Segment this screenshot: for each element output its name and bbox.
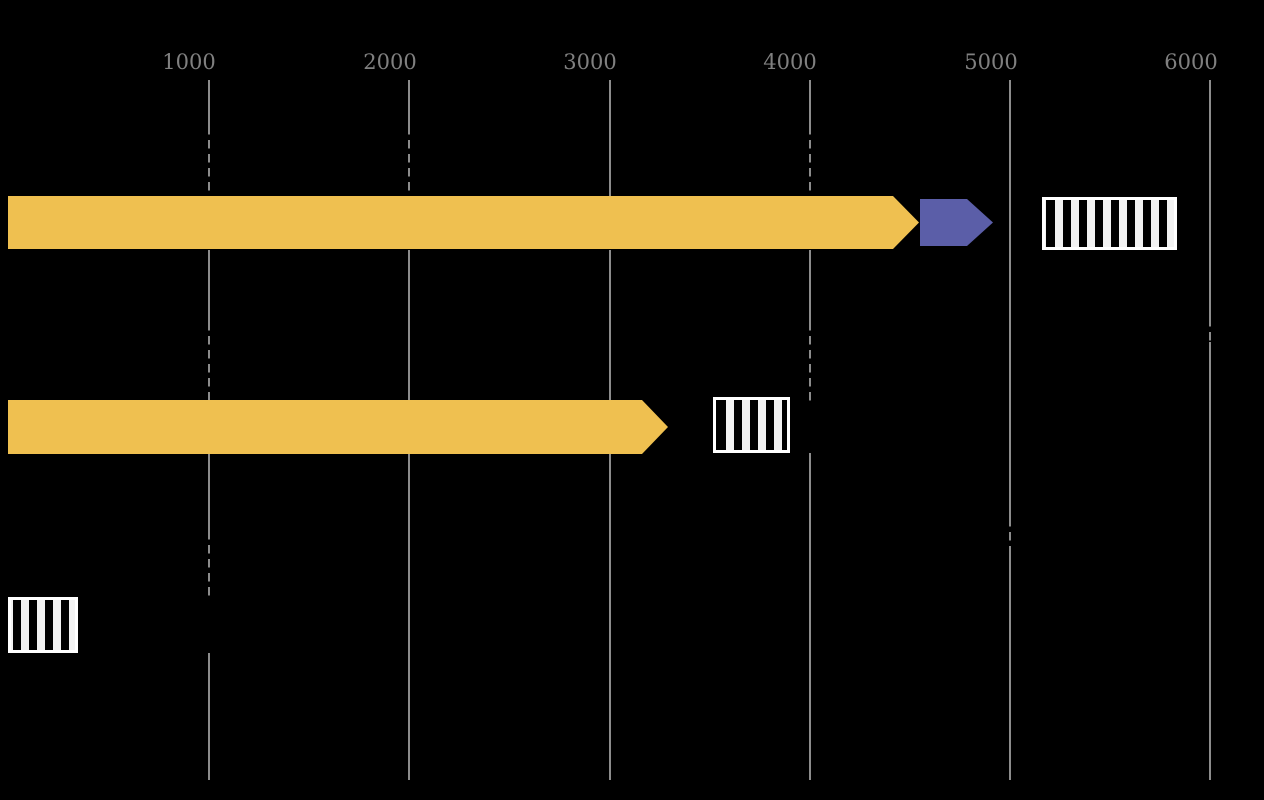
axis-tick-label-6000: 6000	[1164, 50, 1218, 74]
gridline-6000-lower	[1209, 342, 1211, 780]
gridline-3000-mid	[609, 250, 611, 402]
gridline-1000-mid	[208, 250, 210, 324]
bar-row1-primary[interactable]	[8, 196, 919, 249]
axis-tick-label-1000: 1000	[162, 50, 216, 74]
gridline-1000-mid2	[208, 453, 210, 533]
gridline-4000-mid	[809, 250, 811, 324]
gridline-5000-lower	[1009, 546, 1011, 780]
gridline-4000-lower	[809, 453, 811, 780]
milestone-row3[interactable]	[8, 597, 78, 653]
gridline-5000-dashed	[1009, 518, 1011, 546]
axis-tick-label-4000: 4000	[763, 50, 817, 74]
axis-tick-label-3000: 3000	[563, 50, 617, 74]
gridline-3000-lower	[609, 453, 611, 780]
gridline-1000-dashed-b	[208, 322, 210, 402]
gridline-4000-dashed-a	[809, 126, 811, 198]
milestone-row1[interactable]	[1042, 197, 1177, 250]
axis-tick-label-5000: 5000	[964, 50, 1018, 74]
gridline-1000-dashed-c	[208, 531, 210, 599]
gridline-2000-mid	[408, 250, 410, 402]
gridline-1000-lower	[208, 653, 210, 780]
gridline-4000-dashed-b	[809, 322, 811, 402]
axis-tick-label-2000: 2000	[363, 50, 417, 74]
gridline-6000-dashed	[1209, 318, 1211, 342]
gridline-4000	[809, 80, 811, 128]
gridline-1000-dashed-a	[208, 126, 210, 198]
bar-row1-secondary[interactable]	[920, 199, 993, 246]
gridline-1000	[208, 80, 210, 128]
gridline-6000	[1209, 80, 1211, 320]
bar-row2-primary[interactable]	[8, 400, 668, 454]
gridline-2000-lower	[408, 453, 410, 780]
gridline-5000	[1009, 80, 1011, 520]
gridline-3000	[609, 80, 611, 198]
milestone-row2[interactable]	[713, 397, 790, 453]
gridline-2000	[408, 80, 410, 128]
gridline-2000-dashed-a	[408, 126, 410, 198]
